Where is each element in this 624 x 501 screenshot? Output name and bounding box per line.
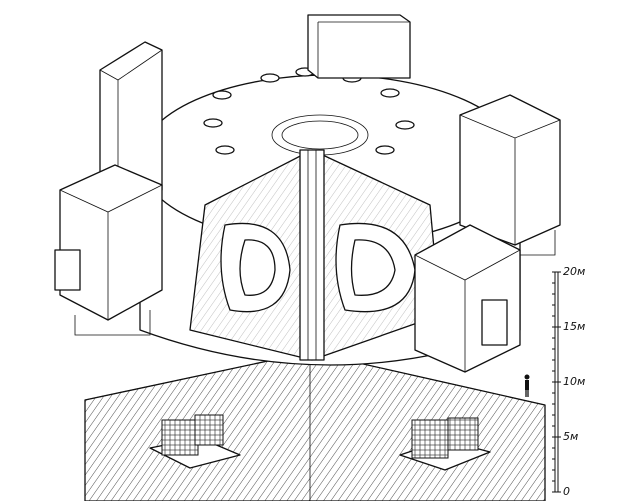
equipment-box-left-front [54, 164, 163, 336]
equipment-box-top [307, 14, 411, 79]
scale-label: 10м [563, 375, 586, 388]
pallet-right [399, 417, 491, 471]
pallet-left [149, 414, 241, 469]
equipment-box-right-front [414, 224, 521, 373]
human-figure [524, 374, 530, 397]
scale-label: 5м [563, 430, 579, 443]
scale-label: 15м [563, 320, 586, 333]
scale-label: 0 [563, 485, 570, 498]
cutaway-section [189, 149, 441, 361]
scale-bar [552, 271, 561, 493]
scale-label: 20м [563, 265, 586, 278]
